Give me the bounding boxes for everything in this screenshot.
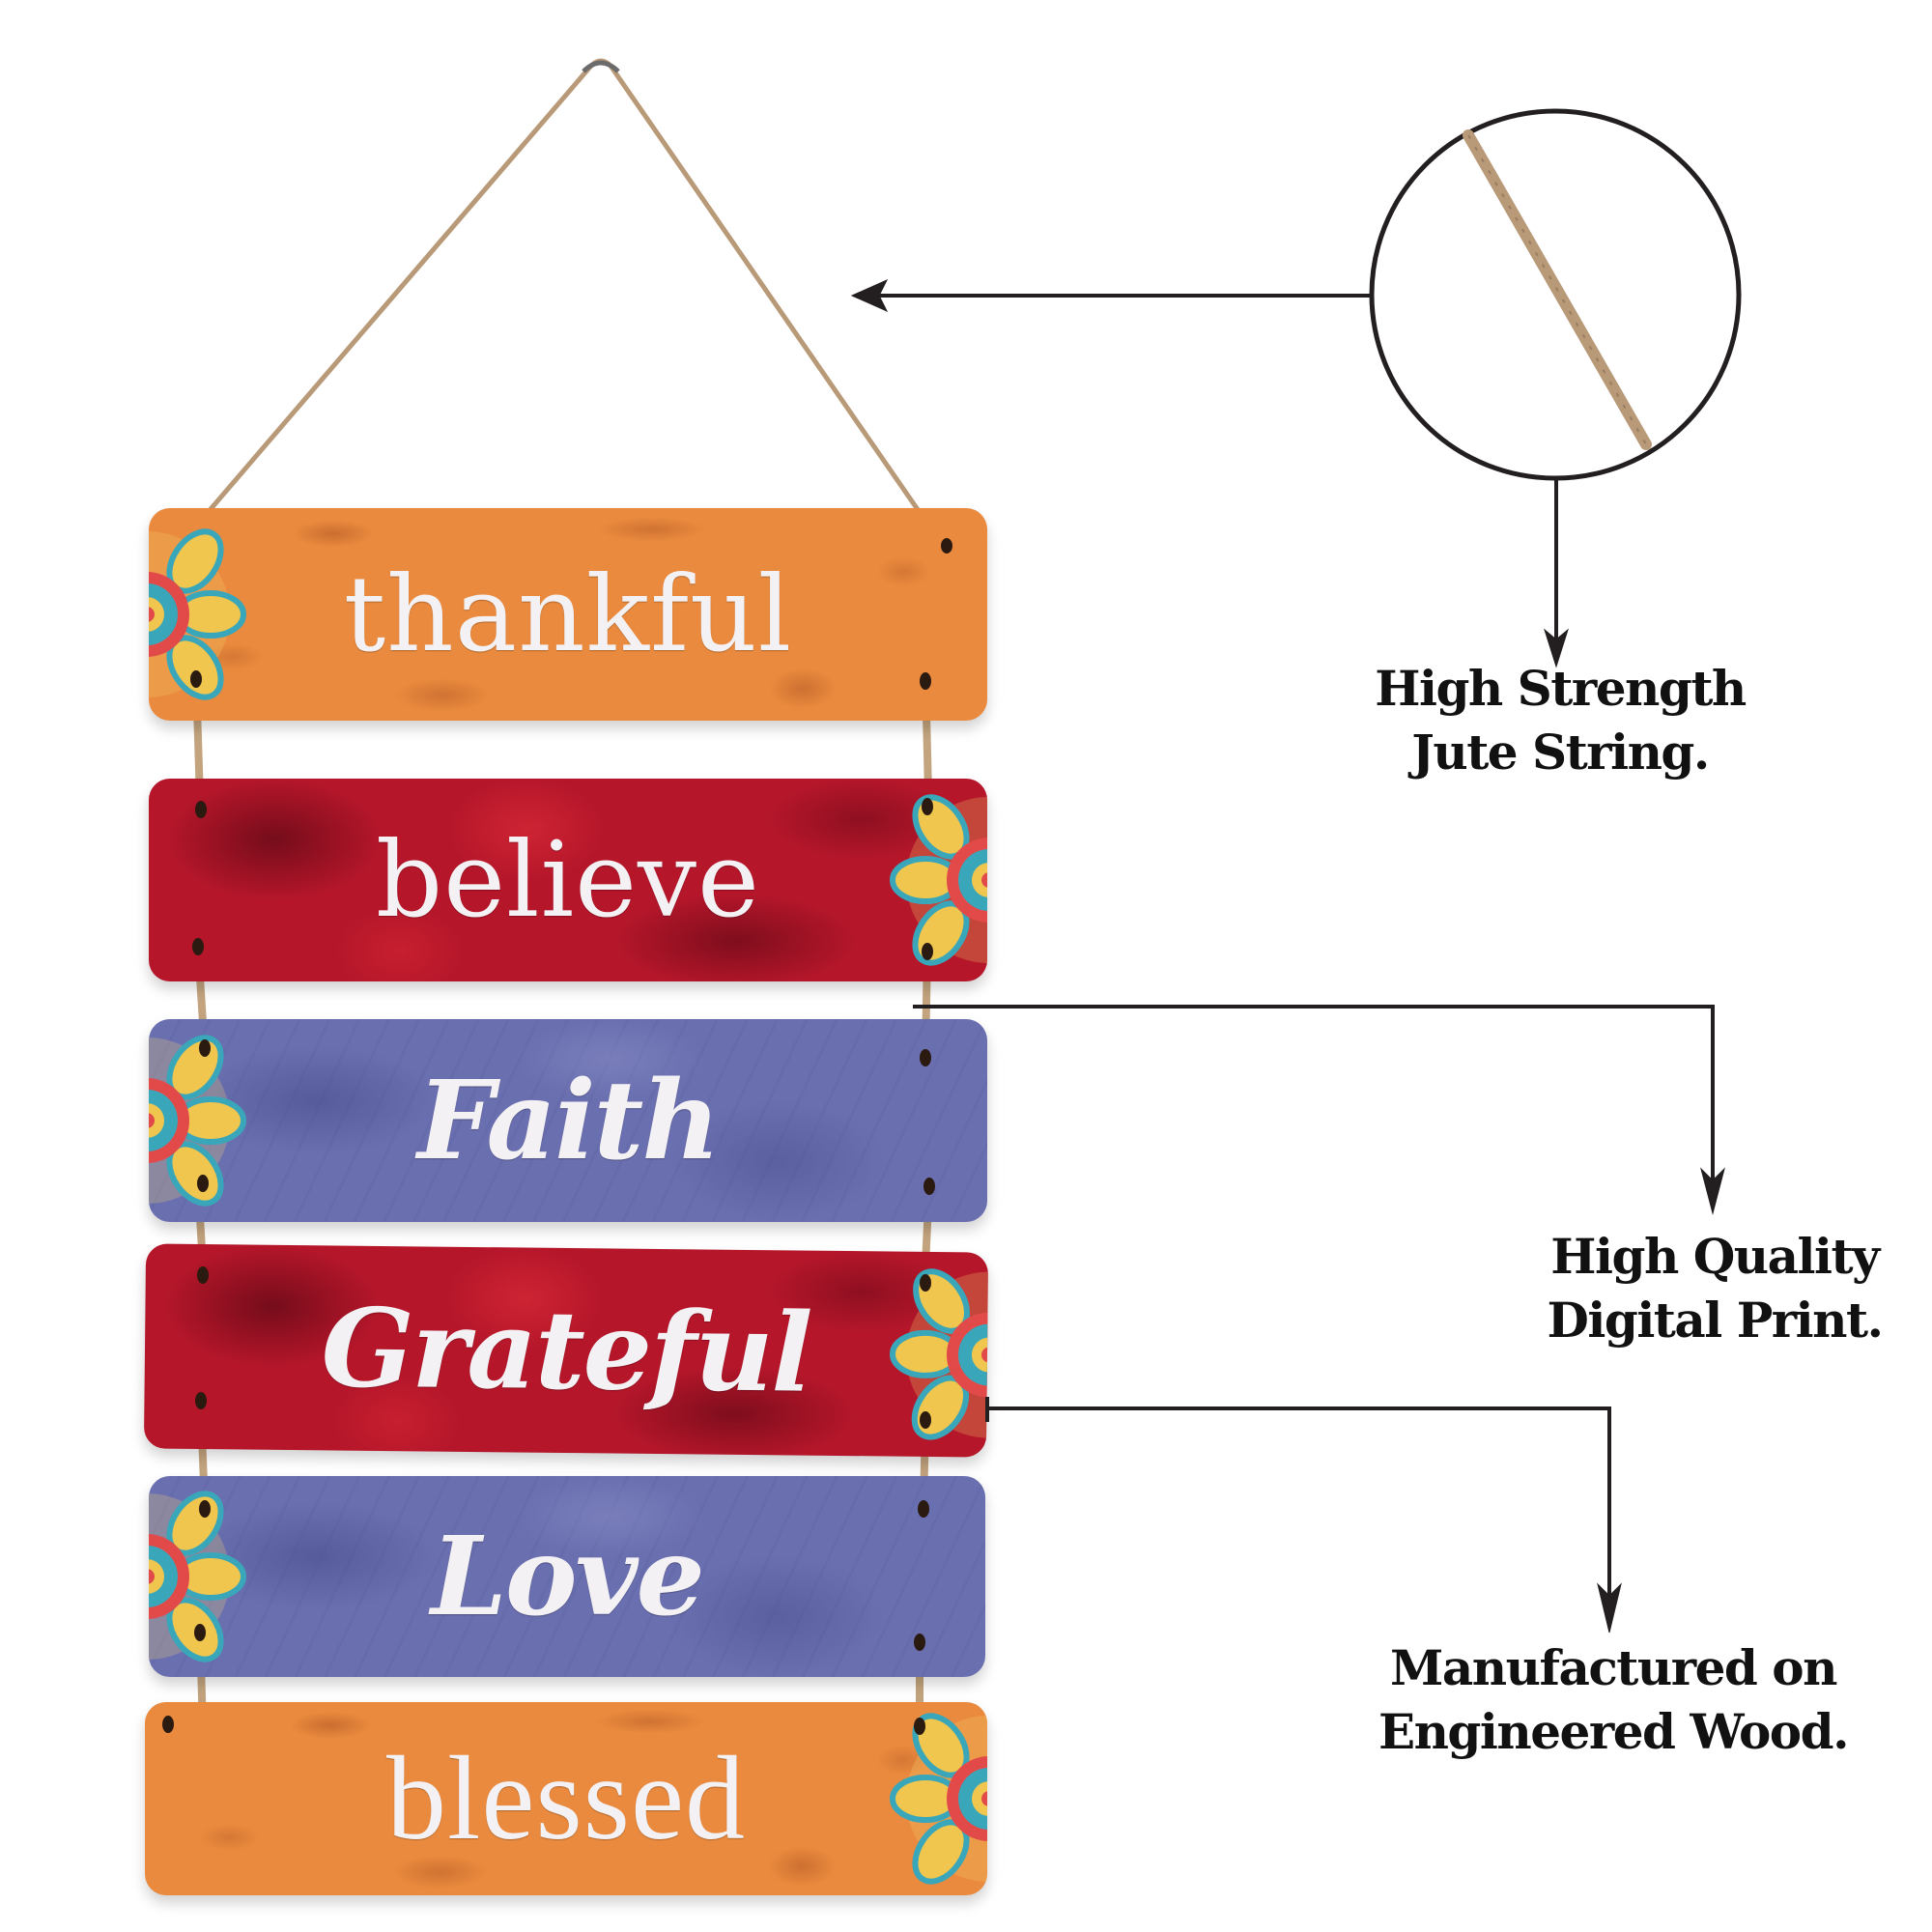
plank-word: Grateful (321, 1284, 811, 1417)
plank-grateful: Grateful (143, 1243, 989, 1458)
plank-word: Love (431, 1513, 705, 1640)
callout-line-2: Jute String. (1411, 724, 1710, 781)
callout-jute-string: High Strength Jute String. (1348, 657, 1773, 784)
arrow-down-icon (1700, 1167, 1725, 1215)
plank-believe: believe (149, 779, 987, 981)
mandala-icon (149, 1035, 246, 1207)
arrow-left-icon (850, 278, 889, 313)
mandala-icon (890, 794, 987, 966)
callout-digital-print: High Quality Digital Print. (1517, 1225, 1913, 1352)
arrow-to-wood-label (985, 1397, 1622, 1634)
callout-line-2: Digital Print. (1547, 1292, 1885, 1349)
plank-thankful: thankful (149, 508, 987, 721)
magnifier-circle (1369, 108, 1742, 481)
callout-line-1: High Quality (1550, 1228, 1880, 1285)
callout-line-1: High Strength (1375, 660, 1747, 717)
plank-word: thankful (343, 554, 793, 675)
arrow-down-icon (1597, 1582, 1622, 1634)
mandala-icon (889, 1268, 989, 1440)
plank-word: believe (376, 819, 760, 941)
arrow-to-print-label (913, 1005, 1725, 1215)
plank-blessed: blessed (145, 1702, 987, 1895)
mandala-icon (149, 528, 246, 700)
hook-icon (582, 60, 620, 73)
plank-love: Love (149, 1476, 985, 1677)
callout-engineered-wood: Manufactured on Engineered Wood. (1352, 1636, 1874, 1764)
arrow-to-string (850, 278, 1372, 313)
callout-line-1: Manufactured on (1390, 1639, 1837, 1696)
plank-word: Faith (417, 1057, 721, 1184)
mandala-icon (890, 1713, 987, 1885)
plank-faith: Faith (149, 1019, 987, 1222)
arrow-to-jute-label (1544, 478, 1569, 668)
callout-line-2: Engineered Wood. (1378, 1703, 1850, 1760)
plank-word: blessed (385, 1732, 747, 1864)
